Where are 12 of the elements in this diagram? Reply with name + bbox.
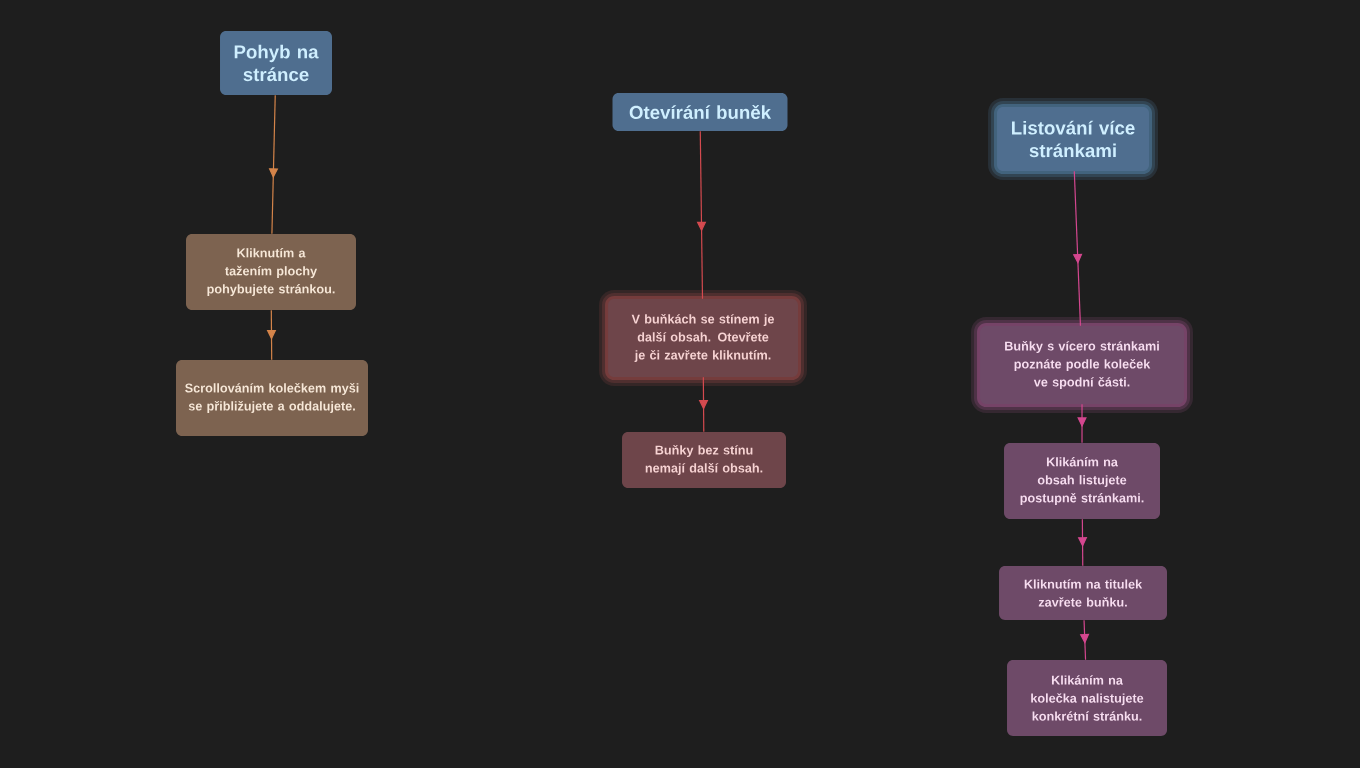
heading-box: Otevírání buněk xyxy=(612,93,788,131)
step-box: Scrollováním kolečkem myši se přibližujete a oddalujete. xyxy=(176,360,368,436)
step-box: Buňky s vícero stránkami poznáte podle koleček ve spodní části. xyxy=(971,317,1193,413)
step-box: V buňkách se stínem je další obsah. Otevřete je či zavřete kliknutím. xyxy=(599,290,807,386)
step-box: Buňky bez stínu nemají další obsah. xyxy=(622,432,786,488)
step-box: Kliknutím na titulek zavřete buňku. xyxy=(999,566,1167,620)
step-box: Klikáním na kolečka nalistujete konkrétní stránku. xyxy=(1007,660,1167,736)
step-box: Klikáním na obsah listujete postupně stránkami. xyxy=(1004,443,1160,519)
heading-box: Listování více stránkami xyxy=(988,98,1158,180)
arrow xyxy=(1077,403,1087,444)
heading-box: Pohyb na stránce xyxy=(220,31,332,95)
step-box: Kliknutím a tažením plochy pohybujete stránkou. xyxy=(186,234,356,310)
